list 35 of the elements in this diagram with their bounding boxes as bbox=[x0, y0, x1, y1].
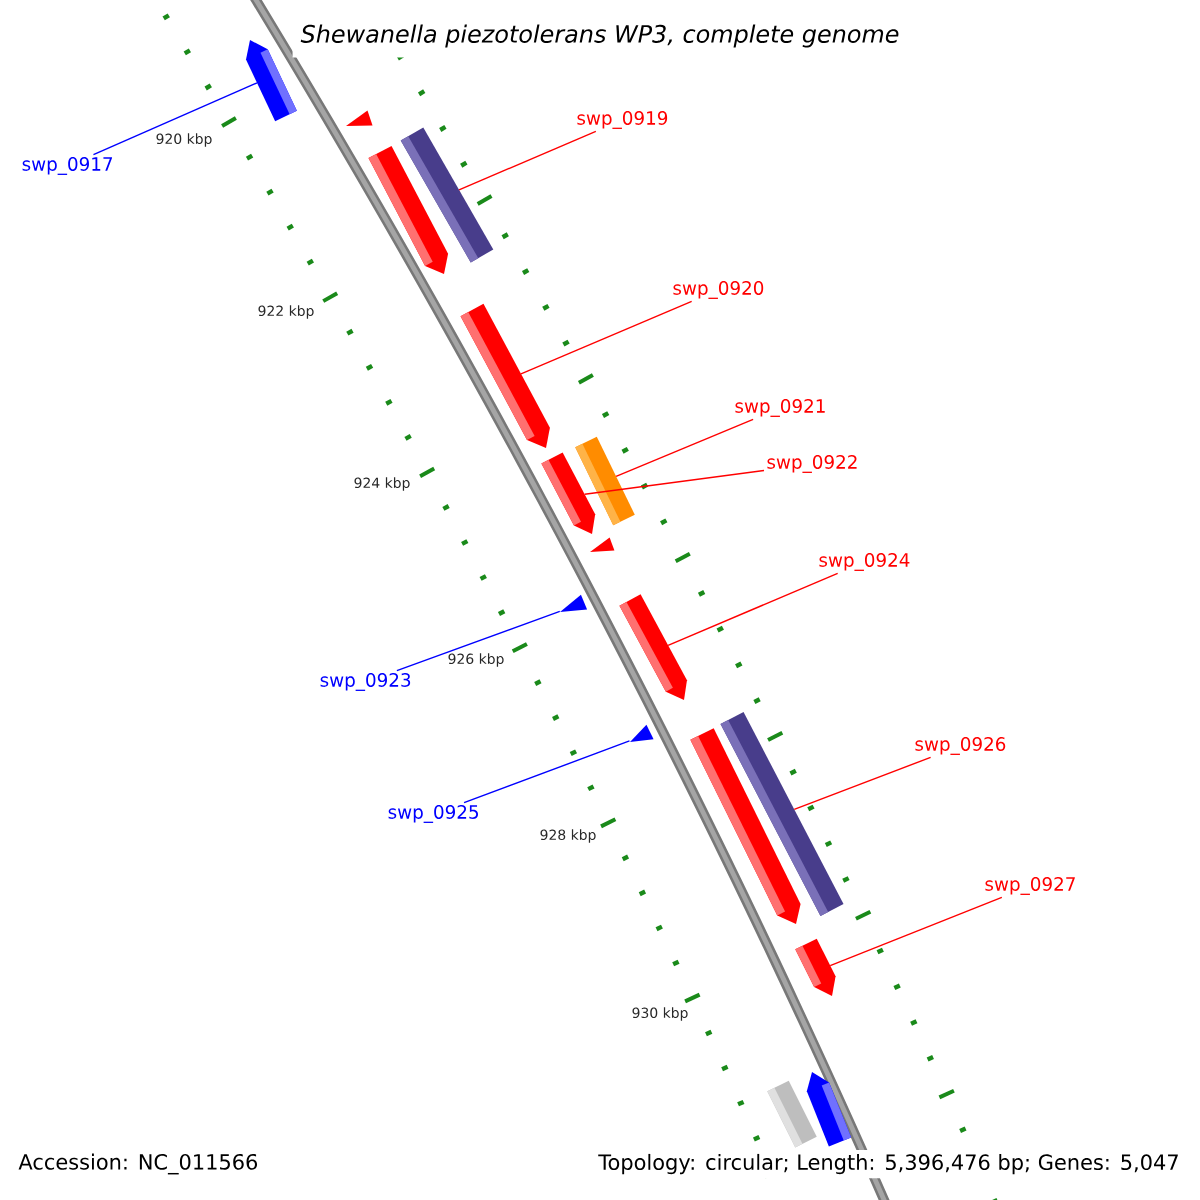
gene-marker bbox=[560, 594, 588, 612]
title: Shewanella piezotolerans WP3, complete genome bbox=[292, 14, 908, 58]
gene-segment bbox=[541, 452, 596, 534]
genome-info-text: Topology: circular; Length: 5,396,476 bp; Genes: 5,047 bbox=[594, 1149, 1184, 1179]
gene-label: swp_0922 bbox=[767, 455, 857, 473]
gene-label: swp_0925 bbox=[388, 805, 478, 823]
gene-segment bbox=[246, 40, 297, 122]
gene-segment bbox=[368, 145, 449, 274]
gene-segment bbox=[619, 594, 687, 700]
gene-segment bbox=[806, 1072, 852, 1147]
accession-text: Accession: NC_011566 bbox=[14, 1149, 263, 1179]
leader-line bbox=[667, 572, 839, 646]
gene-label: swp_0923 bbox=[320, 673, 411, 691]
gene-label: swp_0920 bbox=[673, 281, 764, 299]
leader-line bbox=[615, 418, 754, 478]
leader-line bbox=[463, 740, 631, 804]
leader-line bbox=[520, 300, 693, 375]
gene-label: swp_0926 bbox=[915, 737, 1006, 755]
leader-line bbox=[583, 469, 765, 495]
leader-line bbox=[793, 756, 932, 811]
leader-line bbox=[458, 130, 597, 191]
gene-marker bbox=[346, 110, 373, 126]
gene-marker bbox=[590, 537, 615, 552]
gene-label: swp_0917 bbox=[22, 157, 113, 175]
gene-segment bbox=[460, 303, 550, 448]
gene-marker bbox=[630, 724, 654, 742]
gene-label: swp_0924 bbox=[819, 553, 910, 571]
gene-segment bbox=[690, 728, 801, 924]
leader-line bbox=[829, 896, 1003, 967]
gene-label: swp_0921 bbox=[735, 399, 825, 417]
gene-segment bbox=[795, 938, 836, 996]
gene-label: swp_0927 bbox=[985, 877, 1075, 895]
leader-line bbox=[396, 610, 561, 672]
leader-line bbox=[92, 82, 258, 156]
gene-label: swp_0919 bbox=[577, 111, 668, 129]
